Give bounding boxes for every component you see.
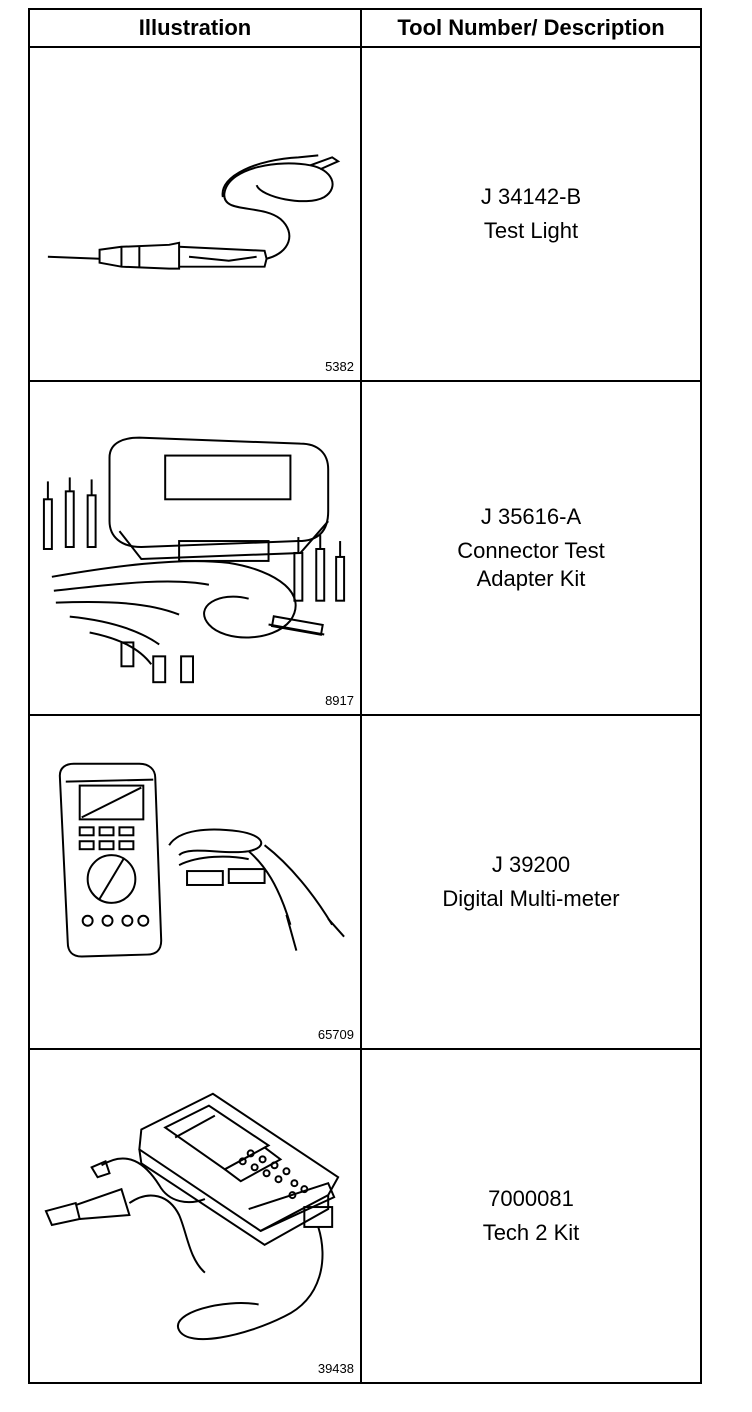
- tool-description: Tech 2 Kit: [482, 1220, 580, 1245]
- table-header-row: Illustration Tool Number/ Description: [28, 8, 702, 48]
- description-cell: 7000081 Tech 2 Kit: [360, 1048, 702, 1384]
- tool-table-sheet: Illustration Tool Number/ Description: [28, 8, 702, 1384]
- table-row: 8917 J 35616-A Connector Test Adapter Ki…: [28, 380, 702, 716]
- tool-description: Test Light: [483, 218, 579, 243]
- figure-number: 39438: [317, 1361, 354, 1376]
- figure-number: 5382: [325, 359, 354, 374]
- illustration-cell: 65709: [28, 714, 362, 1050]
- tool-description: Connector Test Adapter Kit: [457, 538, 605, 591]
- tool-number: J 35616-A: [480, 504, 582, 529]
- table-row: 39438 7000081 Tech 2 Kit: [28, 1048, 702, 1384]
- illustration-cell: 8917: [28, 380, 362, 716]
- illustration-cell: 39438: [28, 1048, 362, 1384]
- tool-number: 7000081: [488, 1186, 574, 1211]
- figure-number: 8917: [325, 693, 354, 708]
- table-row: 65709 J 39200 Digital Multi-meter: [28, 714, 702, 1050]
- tech-2-kit-illustration: [44, 1092, 340, 1341]
- tool-number: J 34142-B: [480, 184, 582, 209]
- description-header: Tool Number/ Description: [360, 8, 702, 48]
- figure-number: 65709: [317, 1027, 354, 1042]
- tool-number: J 39200: [491, 852, 571, 877]
- description-cell: J 35616-A Connector Test Adapter Kit: [360, 380, 702, 716]
- connector-test-adapter-kit-illustration: [42, 436, 346, 684]
- digital-multimeter-illustration: [58, 762, 345, 958]
- test-light-illustration: [47, 154, 341, 270]
- description-cell: J 39200 Digital Multi-meter: [360, 714, 702, 1050]
- special-tools-table: Illustration Tool Number/ Description: [28, 8, 702, 1384]
- table-row: 5382 J 34142-B Test Light: [28, 46, 702, 382]
- description-cell: J 34142-B Test Light: [360, 46, 702, 382]
- tool-description: Digital Multi-meter: [442, 886, 620, 911]
- illustration-header: Illustration: [28, 8, 362, 48]
- illustration-cell: 5382: [28, 46, 362, 382]
